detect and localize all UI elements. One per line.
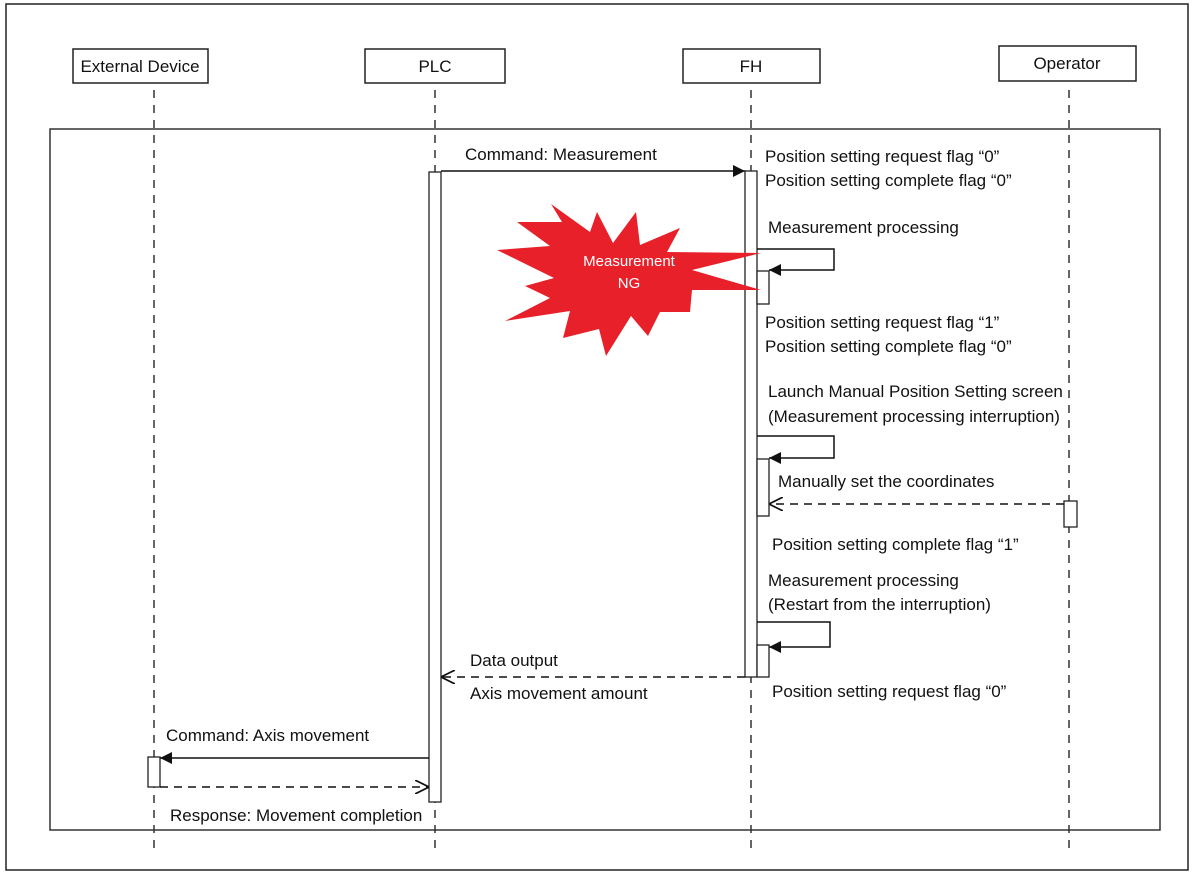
activation-external-device [147,756,161,788]
label-complete-flag-1: Position setting complete flag “1” [772,535,1019,554]
self-call-launch-manual [757,435,835,464]
participant-operator: Operator [998,45,1137,82]
self-call-measurement-processing-2 [757,621,831,653]
label-command-axis-movement: Command: Axis movement [166,726,369,745]
participant-plc: PLC [364,48,506,84]
label-response-movement-completion: Response: Movement completion [170,806,422,825]
label-request-flag-0-a: Position setting request flag “0” [765,147,1000,166]
label-command-measurement: Command: Measurement [465,145,657,164]
burst-label-line2: NG [618,275,641,292]
outer-frame [5,3,1189,871]
label-complete-flag-0-a: Position setting complete flag “0” [765,171,1012,190]
activation-fh-manual [756,458,770,517]
label-request-flag-0-b: Position setting request flag “0” [772,682,1007,701]
burst-shape [497,204,761,356]
participant-external-device: External Device [72,48,209,84]
activation-operator [1063,500,1078,528]
participant-label-operator: Operator [1033,54,1100,73]
self-call-measurement-processing-1 [757,248,835,276]
label-interruption: (Measurement processing interruption) [768,407,1060,426]
participant-label-fh: FH [740,57,763,76]
participant-fh: FH [682,48,821,84]
activation-plc [428,171,442,803]
label-data-output: Data output [470,651,558,670]
label-measurement-processing-1: Measurement processing [768,218,959,237]
fragment-frame [49,128,1161,831]
burst-label-line1: Measurement [583,253,676,270]
participant-label-plc: PLC [418,57,451,76]
label-axis-amount: Axis movement amount [470,684,648,703]
label-launch-manual: Launch Manual Position Setting screen [768,382,1063,401]
participant-label-external-device: External Device [80,57,199,76]
measurement-ng-burst: Measurement NG [497,204,761,356]
label-manually-set: Manually set the coordinates [778,472,994,491]
label-request-flag-1: Position setting request flag “1” [765,313,1000,332]
label-complete-flag-0-b: Position setting complete flag “0” [765,337,1012,356]
label-restart: (Restart from the interruption) [768,595,991,614]
activation-fh-processing-2 [756,644,770,678]
activation-fh-processing-1 [756,270,770,305]
activation-fh-main [744,170,758,678]
label-measurement-processing-2: Measurement processing [768,571,959,590]
